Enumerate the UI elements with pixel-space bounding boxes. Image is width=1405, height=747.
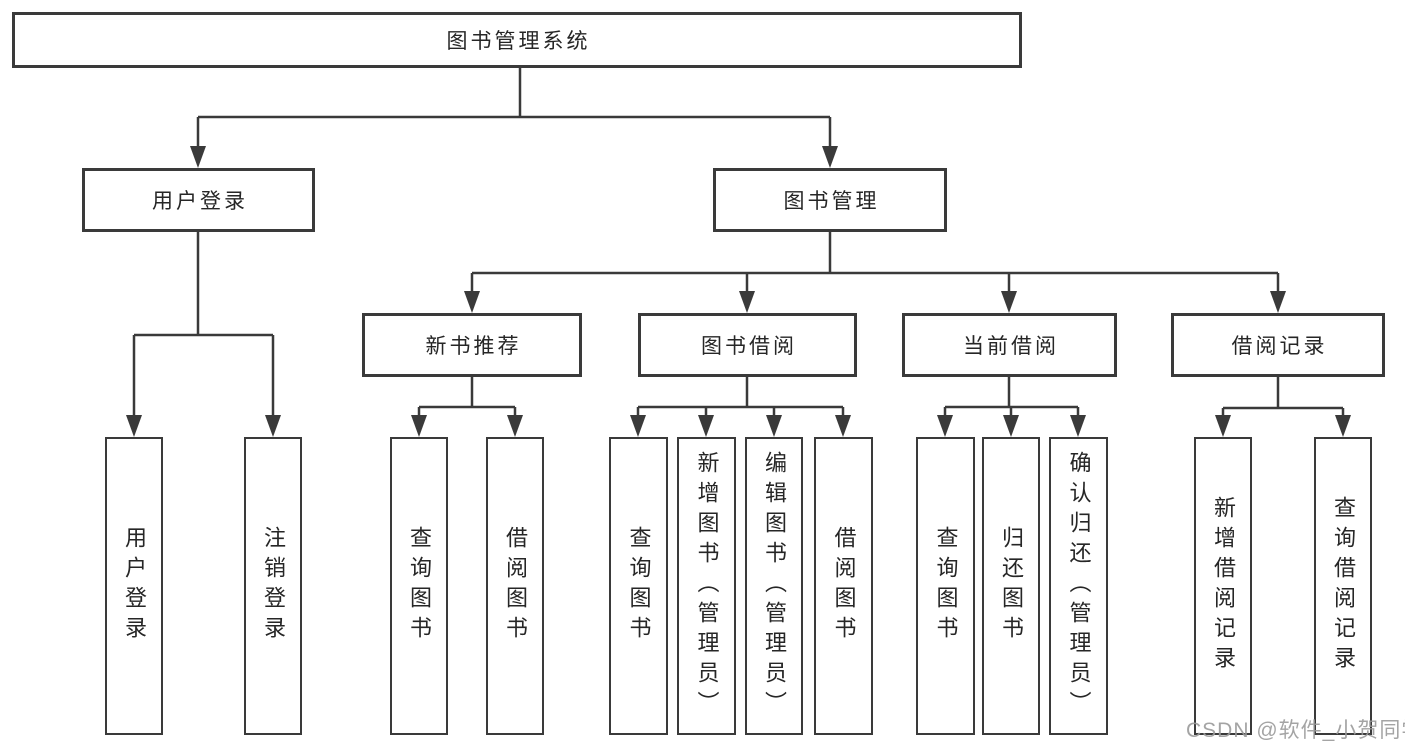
leaf-add-borrow-record-label: 新增借阅记录: [1211, 496, 1236, 676]
leaf-edit-books-admin: 编辑图书（管理员）: [745, 437, 803, 735]
node-book-management-label: 图书管理: [783, 190, 880, 213]
leaf-query-books-recommend: 查询图书: [390, 437, 448, 735]
leaf-add-borrow-record: 新增借阅记录: [1194, 437, 1252, 735]
node-book-borrowing: 图书借阅: [638, 313, 857, 377]
arrow-icon: [698, 415, 714, 437]
arrow-icon: [1003, 415, 1019, 437]
arrow-icon: [190, 146, 206, 168]
leaf-query-borrow-record-label: 查询借阅记录: [1331, 496, 1356, 676]
leaf-logout-label: 注销登录: [261, 526, 286, 646]
arrow-icon: [1001, 291, 1017, 313]
arrow-icon: [507, 415, 523, 437]
leaf-confirm-return-admin-label: 确认归还（管理员）: [1066, 451, 1092, 721]
arrow-icon: [464, 291, 480, 313]
leaf-borrow-books-borrowing-label: 借阅图书: [831, 526, 857, 646]
leaf-borrow-books-recommend: 借阅图书: [486, 437, 544, 735]
node-book-management: 图书管理: [713, 168, 947, 232]
arrow-icon: [1270, 291, 1286, 313]
node-new-book-recommend: 新书推荐: [362, 313, 582, 377]
leaf-user-login: 用户登录: [105, 437, 163, 735]
node-book-borrowing-label: 图书借阅: [701, 335, 797, 358]
arrow-icon: [739, 291, 755, 313]
leaf-borrow-books-recommend-label: 借阅图书: [503, 526, 528, 646]
leaf-query-borrow-record: 查询借阅记录: [1314, 437, 1372, 735]
watermark-text: CSDN @软件_小贺同学: [1186, 719, 1405, 742]
arrow-icon: [1335, 415, 1351, 437]
leaf-borrow-books-borrowing: 借阅图书: [814, 437, 873, 735]
node-borrowing-records-label: 借阅记录: [1231, 335, 1328, 358]
arrow-icon: [766, 415, 782, 437]
leaf-add-books-admin: 新增图书（管理员）: [677, 437, 736, 735]
node-user-login: 用户登录: [82, 168, 315, 232]
arrow-icon: [835, 415, 851, 437]
node-root: 图书管理系统: [12, 12, 1022, 68]
arrow-icon: [937, 415, 953, 437]
arrow-icon: [411, 415, 427, 437]
leaf-query-books-recommend-label: 查询图书: [407, 526, 432, 646]
arrow-icon: [1070, 415, 1086, 437]
leaf-query-books-current: 查询图书: [916, 437, 975, 735]
leaf-logout: 注销登录: [244, 437, 302, 735]
leaf-confirm-return-admin: 确认归还（管理员）: [1049, 437, 1108, 735]
node-user-login-label: 用户登录: [152, 190, 248, 213]
node-current-borrowing-label: 当前借阅: [963, 335, 1059, 358]
arrow-icon: [630, 415, 646, 437]
leaf-return-books-label: 归还图书: [999, 526, 1024, 646]
arrow-icon: [126, 415, 142, 437]
arrow-icon: [822, 146, 838, 168]
leaf-query-books-borrowing: 查询图书: [609, 437, 668, 735]
node-root-label: 图书管理系统: [446, 30, 591, 53]
leaf-add-books-admin-label: 新增图书（管理员）: [694, 451, 720, 721]
leaf-query-books-borrowing-label: 查询图书: [626, 526, 652, 646]
leaf-user-login-label: 用户登录: [122, 526, 147, 646]
leaf-query-books-current-label: 查询图书: [933, 526, 959, 646]
leaf-return-books: 归还图书: [982, 437, 1040, 735]
node-borrowing-records: 借阅记录: [1171, 313, 1385, 377]
arrow-icon: [265, 415, 281, 437]
node-new-book-recommend-label: 新书推荐: [425, 335, 522, 358]
leaf-edit-books-admin-label: 编辑图书（管理员）: [762, 451, 787, 721]
arrow-icon: [1215, 415, 1231, 437]
node-current-borrowing: 当前借阅: [902, 313, 1117, 377]
